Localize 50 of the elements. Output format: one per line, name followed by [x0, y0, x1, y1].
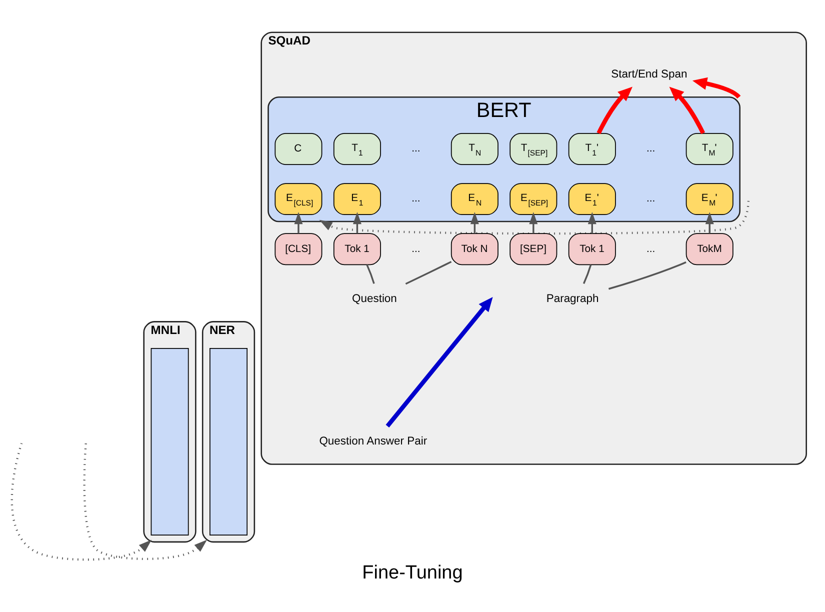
node-box: T$_{1}$	[333, 132, 381, 164]
connector	[582, 264, 592, 284]
arrow	[529, 212, 538, 234]
node-box: E$_{[CLS]}$	[274, 182, 322, 215]
node-box: E$_{M}$'	[686, 182, 734, 215]
node-box: E$_{1}$	[333, 182, 381, 215]
node-text: Start/End Span	[611, 68, 688, 80]
arrow	[83, 442, 208, 560]
connector	[608, 260, 686, 290]
arrow	[705, 212, 714, 234]
label: ...	[412, 143, 420, 154]
node-box: TokM	[686, 232, 734, 265]
node-box: [SEP]	[510, 232, 558, 265]
label: ...	[646, 243, 656, 254]
arrow	[596, 86, 632, 134]
node-box: Tok 1	[333, 232, 381, 265]
node-box: Tok 1	[568, 232, 616, 265]
arrow	[319, 200, 750, 234]
connector	[405, 260, 452, 284]
caption: Fine-Tuning	[362, 562, 463, 584]
arrow	[386, 296, 493, 427]
node-text: Question Answer Pair	[319, 435, 428, 448]
cluster: MNLI	[143, 320, 196, 542]
node-text: Paragraph	[546, 292, 599, 305]
arrow	[294, 212, 303, 234]
label: ...	[412, 193, 420, 204]
label: ...	[646, 143, 656, 154]
node-box: T$_{1}$'	[568, 132, 616, 164]
node-box: T$_{[SEP]}$	[510, 132, 558, 164]
node-box: [CLS]	[274, 232, 322, 265]
node-box: E$_{N}$	[450, 182, 498, 215]
arrow	[10, 442, 152, 560]
node-box	[150, 348, 189, 535]
connector	[366, 264, 375, 284]
arrow	[669, 86, 706, 134]
arrow	[692, 76, 741, 98]
node-box	[210, 348, 248, 535]
node-box: T$_{N}$	[450, 132, 498, 164]
node-box: E$_{[SEP]}$	[510, 182, 558, 215]
arrow	[588, 212, 596, 234]
arrow	[352, 212, 362, 234]
label: ...	[646, 193, 656, 204]
node-box: T$_{M}$'	[686, 132, 734, 164]
node-text: Question	[352, 292, 397, 305]
node-box: E$_{1}$'	[568, 182, 616, 215]
node-box: C	[274, 132, 322, 164]
node-box: Tok N	[450, 232, 498, 265]
label: ...	[412, 243, 420, 254]
cluster: NER	[202, 320, 256, 542]
arrow	[470, 212, 479, 234]
